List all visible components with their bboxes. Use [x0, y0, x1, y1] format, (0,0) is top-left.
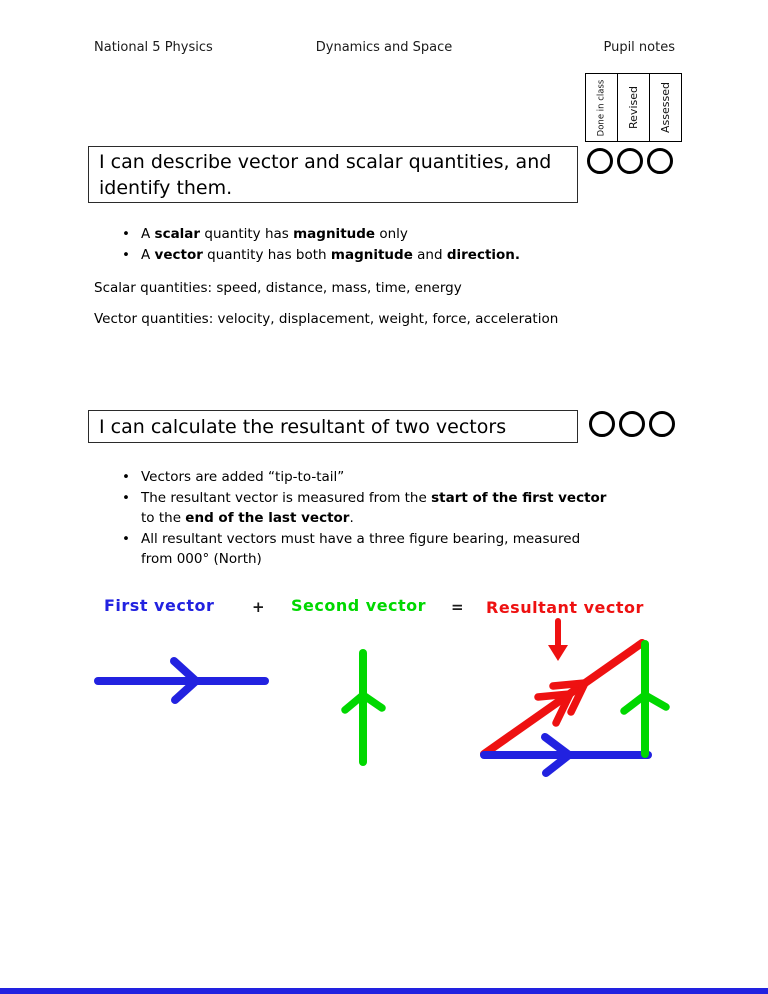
page-bottom-divider — [0, 988, 768, 994]
status-table: Done in class Revised Assessed — [585, 73, 682, 142]
outcome2-title-box: I can calculate the resultant of two vec… — [88, 410, 578, 443]
plus-sign: + — [252, 598, 265, 616]
triangle-first-arrowhead-icon — [541, 733, 573, 777]
resultant-arrowhead-inner-icon — [534, 690, 574, 727]
status-label: Assessed — [659, 82, 672, 133]
first-vector-label: First vector — [104, 596, 215, 615]
first-vector-arrowhead-icon — [170, 657, 200, 704]
bullet-icon — [122, 467, 141, 488]
scalar-vector-bullets: A scalar quantity has magnitude only A v… — [122, 224, 520, 266]
resultant-vector-arrow — [480, 639, 646, 758]
header-doc-type: Pupil notes — [603, 40, 675, 55]
check-circle[interactable] — [587, 148, 613, 174]
list-item: Vectors are added “tip-to-tail” — [122, 467, 606, 488]
check-circle[interactable] — [619, 411, 645, 437]
list-item: The resultant vector is measured from th… — [122, 488, 606, 529]
triangle-second-arrowhead-icon — [620, 691, 670, 715]
outcome2-check-circles — [589, 411, 675, 437]
vector-quantities-line: Vector quantities: velocity, displacemen… — [94, 311, 559, 327]
resultant-vector-label: Resultant vector — [486, 598, 644, 617]
header-course: National 5 Physics — [94, 40, 213, 55]
bullet-text: A vector quantity has both magnitude and… — [141, 247, 521, 263]
resultant-pointer-arrowhead-icon — [548, 645, 568, 661]
bullet-text: All resultant vectors must have a three … — [141, 530, 581, 568]
resultant-bullets: Vectors are added “tip-to-tail” The resu… — [122, 467, 606, 570]
outcome1-title-line1: I can describe vector and scalar quantit… — [99, 151, 552, 173]
list-item: All resultant vectors must have a three … — [122, 529, 606, 570]
vector-addition-diagram — [94, 618, 670, 777]
bullet-icon — [122, 224, 141, 245]
list-item: A vector quantity has both magnitude and… — [122, 245, 520, 266]
equals-sign: = — [451, 598, 464, 616]
second-vector-arrowhead-icon — [341, 691, 386, 714]
bullet-icon — [122, 488, 141, 529]
bullet-text: A scalar quantity has magnitude only — [141, 226, 408, 242]
check-circle[interactable] — [589, 411, 615, 437]
status-col-assessed: Assessed — [650, 73, 682, 142]
check-circle[interactable] — [617, 148, 643, 174]
status-label: Revised — [627, 86, 640, 129]
bullet-text: The resultant vector is measured from th… — [141, 489, 607, 527]
second-vector-label: Second vector — [291, 596, 427, 615]
check-circle[interactable] — [647, 148, 673, 174]
bullet-icon — [122, 529, 141, 570]
bullet-icon — [122, 245, 141, 266]
status-col-done-in-class: Done in class — [585, 73, 618, 142]
outcome1-title-line2: identify them. — [99, 177, 233, 199]
check-circle[interactable] — [649, 411, 675, 437]
resultant-arrowhead-outer-icon — [549, 679, 589, 716]
header-topic: Dynamics and Space — [315, 40, 453, 55]
status-label: Done in class — [596, 79, 607, 136]
outcome1-title-box: I can describe vector and scalar quantit… — [88, 146, 578, 203]
outcome1-check-circles — [587, 148, 673, 174]
status-col-revised: Revised — [618, 73, 650, 142]
outcome2-title: I can calculate the resultant of two vec… — [99, 415, 507, 438]
list-item: A scalar quantity has magnitude only — [122, 224, 520, 245]
bullet-text: Vectors are added “tip-to-tail” — [141, 469, 345, 485]
scalar-quantities-line: Scalar quantities: speed, distance, mass… — [94, 280, 462, 296]
